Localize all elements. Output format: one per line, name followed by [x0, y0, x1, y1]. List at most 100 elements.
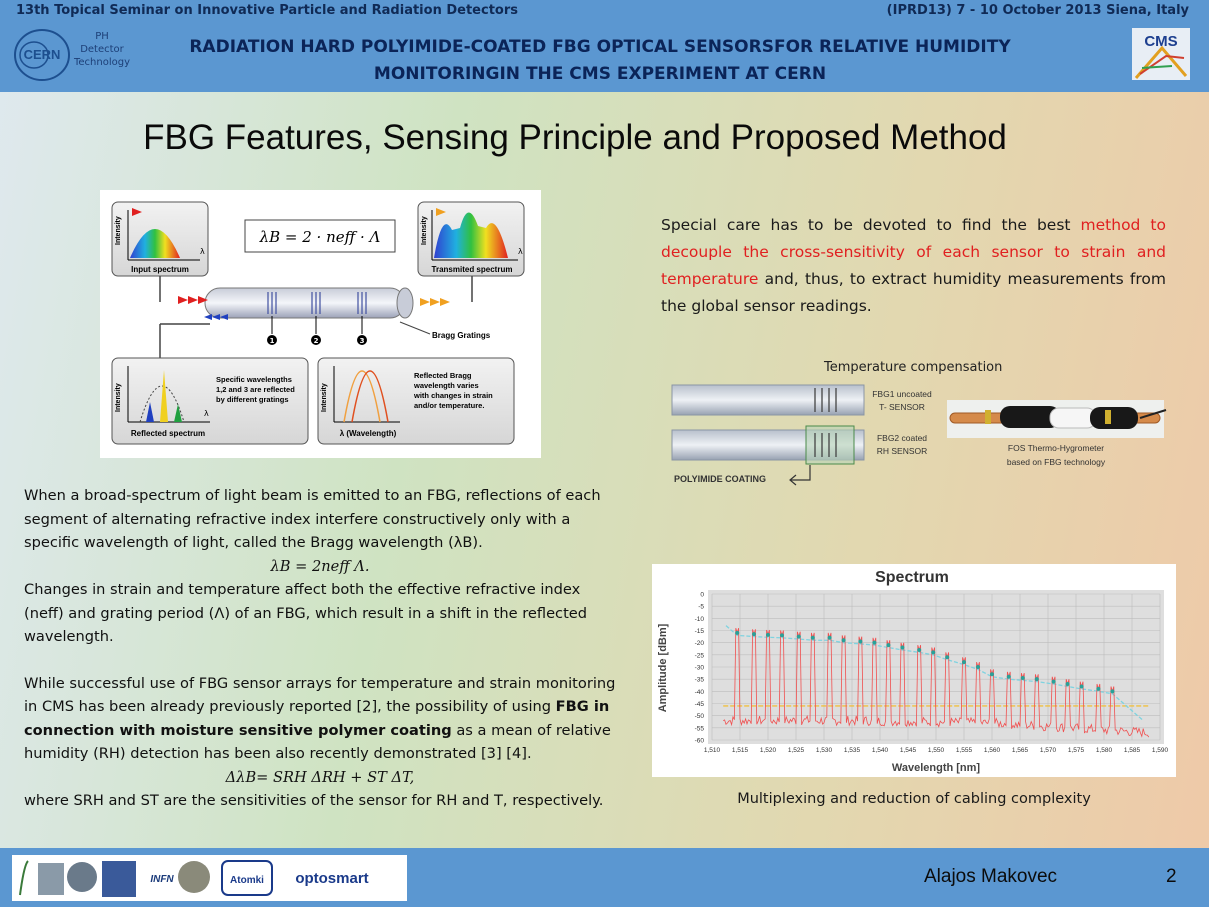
x-tick-label: 1,580 [1096, 747, 1113, 754]
red-flag-icon [132, 208, 142, 216]
bragg-gratings-label: Bragg Gratings [432, 331, 491, 340]
chart-title: Spectrum [875, 569, 949, 586]
medallion-logo-icon [178, 861, 210, 893]
fbg1-label: FBG1 uncoated [872, 389, 932, 399]
cms-logo-text: CMS [1144, 33, 1177, 50]
infn-logo: INFN [150, 874, 174, 885]
partner-logos: INFN Atomki optosmart [12, 855, 407, 901]
intensity-label: Intensity [115, 383, 122, 412]
specific-wavelengths-text: by different gratings [216, 395, 289, 404]
y-tick-label: -35 [695, 677, 705, 684]
humidity-highlight: FBG in connection with moisture sensitiv… [24, 698, 610, 739]
x-tick-label: 1,540 [872, 747, 889, 754]
y-tick-label: -55 [695, 725, 705, 732]
peak-marker [1065, 682, 1070, 687]
decoupling-text-start: Special care has to be devoted to find t… [661, 216, 1081, 234]
slide-title: FBG Features, Sensing Principle and Prop… [143, 118, 1007, 157]
grating-number: 1 [270, 337, 275, 345]
y-ticks: 0-5-10-15-20-25-30-35-40-45-50-55-60 [695, 592, 705, 745]
cms-logo: CMS [1132, 28, 1190, 80]
y-tick-label: -20 [695, 640, 705, 647]
peak-marker [766, 632, 770, 637]
cern-logo-text: CERN [24, 47, 61, 62]
leaf-logo-icon [19, 860, 29, 896]
peak-marker [872, 640, 877, 645]
output-arrows [420, 298, 450, 306]
decoupling-paragraph: Special care has to be devoted to find t… [661, 212, 1166, 320]
temperature-compensation-title: Temperature compensation [824, 360, 1003, 375]
peak-marker [1110, 689, 1115, 694]
x-tick-label: 1,585 [1124, 747, 1141, 754]
y-tick-label: -10 [695, 616, 705, 623]
reflected-bragg-text: Reflected Bragg [414, 371, 472, 380]
input-spectrum-label: Input spectrum [131, 265, 189, 274]
intensity-label: Intensity [421, 216, 428, 245]
ph-detector-technology-label: PH Detector Technology [62, 30, 142, 69]
grid [711, 593, 1161, 741]
x-axis-label: Wavelength [nm] [892, 762, 981, 774]
peak-marker [752, 632, 756, 637]
sensitivity-paragraph: where SRH and ST are the sensitivities o… [24, 792, 604, 809]
x-tick-label: 1,515 [732, 747, 749, 754]
decoupling-text-end: and, thus, to extract humidity measureme… [661, 270, 1166, 315]
fiber-tube [204, 287, 406, 319]
input-spectrum-curve [130, 229, 180, 258]
peak-marker [931, 650, 936, 655]
bragg-paragraph: When a broad-spectrum of light beam is e… [24, 487, 601, 551]
intensity-label: Intensity [115, 216, 122, 245]
reflected-spectrum-label: Reflected spectrum [131, 429, 205, 438]
principle-text: When a broad-spectrum of light beam is e… [24, 484, 616, 813]
series-layer [723, 625, 1150, 738]
fbg1-label: T- SENSOR [879, 402, 925, 412]
peak-marker [1051, 679, 1056, 684]
author-name: Alajos Makovec [924, 866, 1058, 887]
peak-marker [796, 634, 801, 639]
ph-label-line: PH [95, 31, 109, 42]
poster-title-line2: MONITORINGIN THE CMS EXPERIMENT AT CERN [373, 64, 827, 84]
specific-wavelengths-text: 1,2 and 3 are reflected [216, 385, 295, 394]
lambda-label: λ [518, 247, 523, 256]
cern-logo: CERN [14, 29, 70, 81]
peak-marker [858, 639, 863, 644]
grating-number: 3 [360, 337, 365, 345]
x-tick-label: 1,520 [760, 747, 777, 754]
x-tick-label: 1,545 [900, 747, 917, 754]
y-tick-label: -30 [695, 665, 705, 672]
fbg-principle-figure: Intensity λ Input spectrum Intensity λ T… [100, 190, 541, 458]
seal-logo-icon [67, 862, 97, 892]
y-tick-label: -15 [695, 628, 705, 635]
fos-caption: based on FBG technology [1007, 457, 1106, 467]
conference-name: 13th Topical Seminar on Innovative Parti… [16, 3, 518, 18]
bragg-gratings [267, 292, 367, 314]
polyimide-arrow [790, 465, 811, 481]
university-logo-icon [38, 863, 64, 895]
y-axis-label: Amplitude [dBm] [657, 623, 669, 712]
reflected-bragg-text: with changes in strain [413, 391, 493, 400]
input-arrows [178, 296, 208, 304]
trend-line [725, 625, 1144, 722]
peak-marker [945, 655, 950, 660]
peak-marker [810, 635, 815, 640]
polyimide-label: POLYIMIDE COATING [674, 474, 766, 484]
spectrum-svg: Spectrum 0-5-10-15-20-25-30-35-40-45-50-… [652, 564, 1176, 777]
peak-marker [1034, 677, 1039, 682]
peak-marker [1006, 674, 1011, 679]
lambda-label: λ [200, 247, 205, 256]
ph-label-line: Technology [73, 57, 130, 68]
x-tick-label: 1,560 [984, 747, 1001, 754]
polyimide-coating-region [805, 425, 855, 465]
x-tick-label: 1,570 [1040, 747, 1057, 754]
orange-flag-icon [436, 208, 446, 216]
spectrum-caption: Multiplexing and reduction of cabling co… [737, 791, 1091, 807]
y-tick-label: -45 [695, 701, 705, 708]
peak-marker [962, 660, 966, 665]
wavelength-axis-label: λ (Wavelength) [340, 429, 397, 438]
humidity-text-start: While successful use of FBG sensor array… [24, 674, 616, 716]
x-tick-label: 1,535 [844, 747, 861, 754]
peak-marker [976, 665, 980, 669]
x-tick-label: 1,590 [1152, 747, 1169, 754]
fbg2-label: FBG2 coated [877, 433, 927, 443]
sensitivity-equation: ΔλB= SRH ΔRH + ST ΔT, [225, 768, 415, 786]
reflected-arrows [204, 314, 228, 320]
